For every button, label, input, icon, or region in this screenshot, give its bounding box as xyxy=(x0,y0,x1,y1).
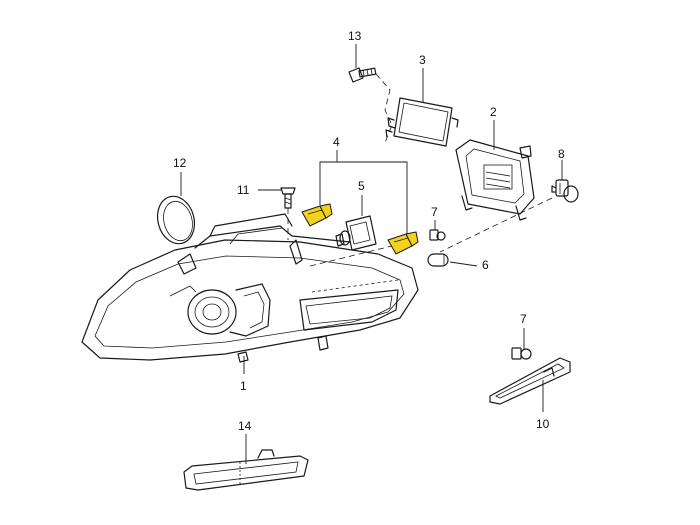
callout-1: 1 xyxy=(240,379,247,393)
callout-4: 4 xyxy=(333,135,340,149)
part-4-bulb-left xyxy=(301,203,333,227)
callout-14: 14 xyxy=(238,419,252,433)
callout-6: 6 xyxy=(482,258,489,272)
callout-13: 13 xyxy=(348,29,362,43)
callout-11: 11 xyxy=(237,183,250,197)
callout-7b: 7 xyxy=(520,312,527,326)
part-10-side-marker xyxy=(489,357,571,405)
part-14-strip-lamp xyxy=(183,449,309,491)
part-3-module-plate xyxy=(385,97,459,147)
part-8-bulb xyxy=(551,179,579,203)
callout-10: 10 xyxy=(536,417,550,431)
part-7-small-bulb-upper xyxy=(429,229,446,241)
leader-6 xyxy=(449,261,478,267)
bulb-8-axis xyxy=(439,197,553,253)
callout-5: 5 xyxy=(358,179,365,193)
callout-7a: 7 xyxy=(431,205,438,219)
part-2-bulb-holder xyxy=(455,139,535,221)
part-13-bolt xyxy=(348,67,377,83)
part-12-cover-cap xyxy=(156,195,196,245)
part-5-bulb-connector xyxy=(335,215,377,251)
bolt-13-axis xyxy=(375,73,393,146)
callout-2: 2 xyxy=(490,105,497,119)
part-4-bulb-right xyxy=(387,231,419,255)
callout-8: 8 xyxy=(558,147,565,161)
headlamp-axis xyxy=(309,245,393,267)
callout-12: 12 xyxy=(173,156,187,170)
part-11-screw xyxy=(280,187,296,209)
part-6-capsule-bulb xyxy=(427,253,449,267)
leader-4 xyxy=(319,161,408,234)
part-1-headlamp xyxy=(81,213,419,363)
callout-3: 3 xyxy=(419,53,426,67)
part-7-small-bulb-lower xyxy=(511,347,532,360)
